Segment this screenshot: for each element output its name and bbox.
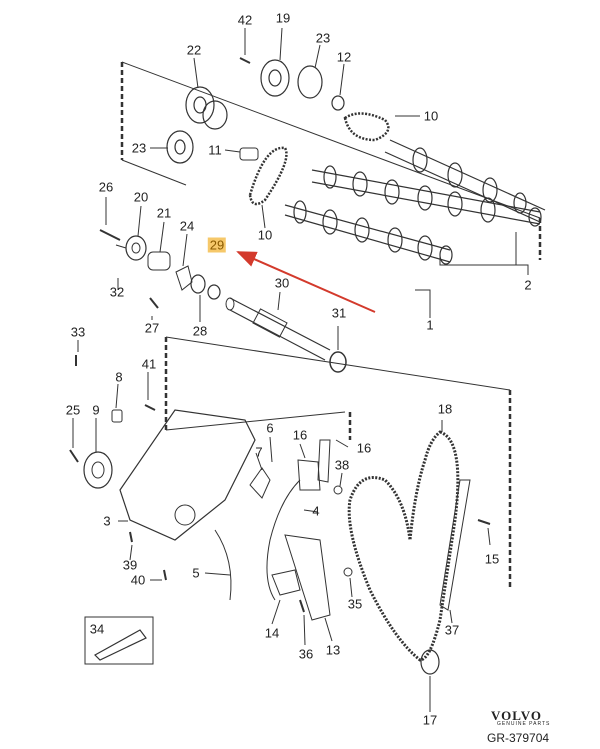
part-callout-1: 1 xyxy=(426,317,434,333)
part-callout-16a: 16 xyxy=(292,427,308,443)
part-callout-10a: 10 xyxy=(423,108,439,124)
part-callout-15: 15 xyxy=(484,551,500,567)
part-callout-19: 19 xyxy=(275,10,291,26)
part-callout-7: 7 xyxy=(255,444,263,460)
part-callout-33: 33 xyxy=(70,324,86,340)
part-callout-27: 27 xyxy=(144,320,160,336)
part-callout-30: 30 xyxy=(274,275,290,291)
part-callout-26: 26 xyxy=(98,179,114,195)
part-callout-39: 39 xyxy=(122,557,138,573)
part-callout-11: 11 xyxy=(208,142,222,158)
part-callout-17: 17 xyxy=(422,712,438,728)
part-callout-21: 21 xyxy=(156,205,172,221)
timing-cover xyxy=(119,409,256,541)
part-callout-8: 8 xyxy=(115,369,123,385)
volvo-logo: VOLVO xyxy=(491,708,542,723)
part-callout-40: 40 xyxy=(130,572,146,588)
part-callout-3: 3 xyxy=(103,513,111,529)
part-callout-42: 42 xyxy=(237,12,253,28)
camshaft-gears xyxy=(166,59,323,164)
part-callout-37: 37 xyxy=(444,622,460,638)
genuine-parts-tagline: GENUINE PARTS xyxy=(497,721,551,727)
part-callout-32: 32 xyxy=(109,284,125,300)
part-callout-38: 38 xyxy=(334,457,350,473)
part-callout-16b: 16 xyxy=(356,440,372,456)
part-callout-14: 14 xyxy=(264,625,280,641)
part-callout-36: 36 xyxy=(298,646,314,662)
part-callout-31: 31 xyxy=(331,305,347,321)
highlight-arrow xyxy=(236,251,376,313)
upper-camshafts xyxy=(384,139,546,223)
part-callout-18: 18 xyxy=(437,401,453,417)
part-callout-28: 28 xyxy=(192,323,208,339)
part-callout-41: 41 xyxy=(141,356,157,372)
part-callout-35: 35 xyxy=(347,596,363,612)
part-callout-24: 24 xyxy=(179,218,195,234)
diagram-reference: GR-379704 xyxy=(487,731,550,745)
part-callout-22: 22 xyxy=(186,42,202,58)
camshaft-intake xyxy=(311,165,542,227)
part-callout-10b: 10 xyxy=(257,227,273,243)
part-callout-13: 13 xyxy=(325,642,341,658)
part-callout-34: 34 xyxy=(89,621,105,637)
part-callout-23a: 23 xyxy=(315,30,331,46)
part-callout-6: 6 xyxy=(266,420,274,436)
part-callout-29: 29 xyxy=(207,237,227,253)
part-callout-9: 9 xyxy=(92,402,100,418)
part-callout-25: 25 xyxy=(65,402,81,418)
part-callout-23b: 23 xyxy=(131,140,147,156)
part-callout-5: 5 xyxy=(192,565,200,581)
part-callout-2: 2 xyxy=(524,277,532,293)
timing-chain xyxy=(347,430,460,662)
part-callout-20: 20 xyxy=(133,189,149,205)
part-callout-12: 12 xyxy=(336,49,352,65)
camshaft-exhaust xyxy=(284,200,453,265)
part-callout-4: 4 xyxy=(312,503,320,519)
